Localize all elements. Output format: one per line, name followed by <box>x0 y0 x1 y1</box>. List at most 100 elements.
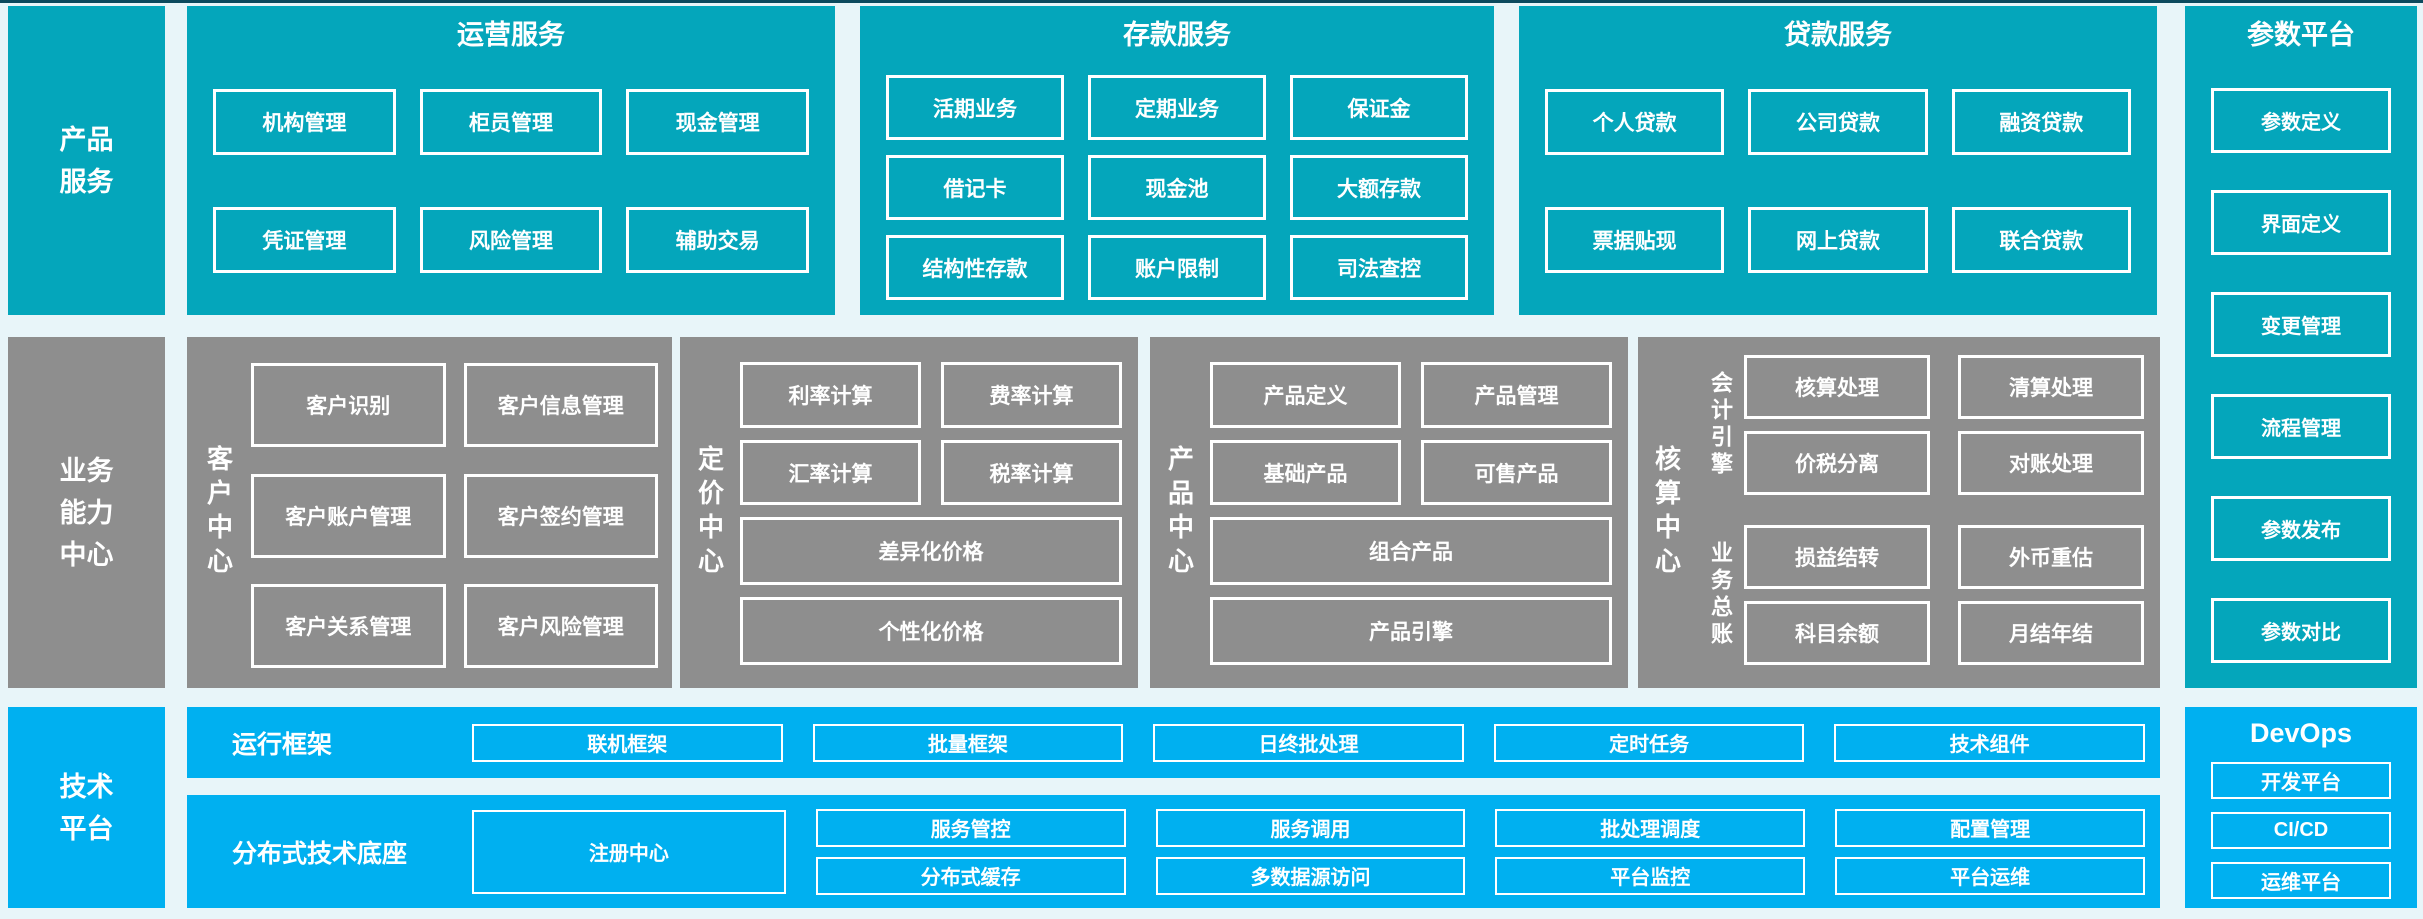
product-center-grid: 产品定义 产品管理 基础产品 可售产品 组合产品 产品引擎 <box>1210 362 1612 688</box>
bar-label: 分布式技术底座 <box>232 839 408 868</box>
runtime-items: 联机框架 批量框架 日终批处理 定时任务 技术组件 <box>472 723 2145 762</box>
diagram-box: 保证金 <box>1290 75 1468 140</box>
bar-label: 运行框架 <box>232 730 333 759</box>
loan-grid: 个人贷款 公司贷款 融资贷款 票据贴现 网上贷款 联合贷款 <box>1519 89 2157 273</box>
diagram-box: 客户关系管理 <box>251 584 446 669</box>
diagram-box: 客户识别 <box>251 363 446 447</box>
diagram-box: 活期业务 <box>886 75 1064 140</box>
diagram-box: 网上贷款 <box>1748 207 1928 273</box>
panel-parameter-platform: 参数平台 参数定义 界面定义 变更管理 流程管理 参数发布 参数对比 <box>2185 6 2417 688</box>
panel-product-center: 产品中心 产品定义 产品管理 基础产品 可售产品 组合产品 产品引擎 <box>1150 337 1628 688</box>
diagram-box: 开发平台 <box>2211 762 2391 799</box>
panel-vertical-label: 客户中心 <box>203 444 234 581</box>
top-accent-line <box>0 0 2423 3</box>
diagram-box: 清算处理 <box>1958 355 2144 419</box>
diagram-box: 个性化价格 <box>740 597 1122 665</box>
diagram-box: 客户风险管理 <box>463 584 658 669</box>
diagram-box: 服务管控 <box>815 808 1126 847</box>
sidebar-label-line: 平台 <box>59 813 114 844</box>
group-vertical-label: 业务总账 <box>1708 541 1733 649</box>
diagram-box: 批量框架 <box>812 723 1124 762</box>
diagram-box: 定期业务 <box>1088 75 1266 140</box>
panel-loan-services: 贷款服务 个人贷款 公司贷款 融资贷款 票据贴现 网上贷款 联合贷款 <box>1519 6 2157 315</box>
diagram-box: 司法查控 <box>1290 235 1468 300</box>
sidebar-label-line: 产品 <box>59 124 114 155</box>
diagram-box: 变更管理 <box>2211 292 2391 357</box>
sidebar-technology-platform: 技术 平台 <box>8 707 165 908</box>
diagram-box: 价税分离 <box>1744 431 1930 495</box>
panel-pricing-center: 定价中心 利率计算 费率计算 汇率计算 税率计算 差异化价格 个性化价格 <box>680 337 1138 688</box>
diagram-box: 外币重估 <box>1958 525 2144 589</box>
diagram-box: 运维平台 <box>2211 862 2391 899</box>
group-vertical-label: 会计引擎 <box>1708 371 1733 479</box>
diagram-box: 现金管理 <box>626 89 809 155</box>
panel-customer-center: 客户中心 客户识别 客户信息管理 客户账户管理 客户签约管理 客户关系管理 客户… <box>187 337 672 688</box>
panel-title: 运营服务 <box>457 20 565 50</box>
sidebar-label-line: 服务 <box>59 166 114 197</box>
distributed-column: 配置管理 平台运维 <box>1835 808 2145 895</box>
diagram-box: 利率计算 <box>740 362 921 428</box>
devops-stack: 开发平台 CI/CD 运维平台 <box>2185 762 2417 899</box>
distributed-column: 批处理调度 平台监控 <box>1495 808 1806 895</box>
diagram-box: 核算处理 <box>1744 355 1930 419</box>
diagram-box: 客户签约管理 <box>463 473 658 558</box>
diagram-box: 现金池 <box>1088 155 1266 220</box>
panel-distributed-tech-base: 分布式技术底座 注册中心 服务管控 分布式缓存 服务调用 多数据源访问 批处理调… <box>187 795 2160 908</box>
deposit-grid: 活期业务 定期业务 保证金 借记卡 现金池 大额存款 结构性存款 账户限制 司法… <box>860 75 1494 300</box>
diagram-box: 客户信息管理 <box>463 363 658 447</box>
diagram-box: 柜员管理 <box>419 89 603 155</box>
diagram-box: 费率计算 <box>941 362 1122 428</box>
diagram-box: 票据贴现 <box>1545 207 1725 273</box>
diagram-box: 注册中心 <box>472 809 786 894</box>
distributed-column: 服务管控 分布式缓存 <box>815 808 1126 895</box>
diagram-box: 大额存款 <box>1290 155 1468 220</box>
diagram-box: 配置管理 <box>1835 808 2145 847</box>
sidebar-product-services: 产品 服务 <box>8 6 165 315</box>
diagram-box: 可售产品 <box>1421 440 1612 505</box>
panel-title: 参数平台 <box>2247 20 2355 50</box>
diagram-box: 流程管理 <box>2211 394 2391 459</box>
operation-grid: 机构管理 柜员管理 现金管理 凭证管理 风险管理 辅助交易 <box>187 89 835 273</box>
diagram-box: 账户限制 <box>1088 235 1266 300</box>
panel-title: 贷款服务 <box>1784 20 1892 50</box>
parameter-stack: 参数定义 界面定义 变更管理 流程管理 参数发布 参数对比 <box>2185 88 2417 663</box>
diagram-box: 参数定义 <box>2211 88 2391 153</box>
business-ledger-grid: 损益结转 外币重估 科目余额 月结年结 <box>1744 525 2144 665</box>
diagram-box: 多数据源访问 <box>1155 856 1466 895</box>
panel-deposit-services: 存款服务 活期业务 定期业务 保证金 借记卡 现金池 大额存款 结构性存款 账户… <box>860 6 1494 315</box>
diagram-box: 分布式缓存 <box>815 856 1126 895</box>
diagram-box: 结构性存款 <box>886 235 1064 300</box>
diagram-box: 公司贷款 <box>1748 89 1928 155</box>
diagram-box: 产品管理 <box>1421 362 1612 428</box>
diagram-box: 科目余额 <box>1744 601 1930 665</box>
diagram-box: 平台监控 <box>1495 856 1806 895</box>
diagram-box: 定时任务 <box>1493 723 1805 762</box>
diagram-box: 月结年结 <box>1958 601 2144 665</box>
diagram-box: 参数对比 <box>2211 598 2391 663</box>
diagram-box: 借记卡 <box>886 155 1064 220</box>
diagram-box: 联合贷款 <box>1951 207 2131 273</box>
diagram-box: 汇率计算 <box>740 440 921 505</box>
distributed-column: 服务调用 多数据源访问 <box>1155 808 1466 895</box>
diagram-box: 融资贷款 <box>1951 89 2131 155</box>
diagram-box: 产品定义 <box>1210 362 1401 428</box>
diagram-box: 损益结转 <box>1744 525 1930 589</box>
panel-vertical-label: 核算中心 <box>1651 444 1682 581</box>
sidebar-label-line: 业务 <box>59 455 114 486</box>
sidebar-label-line: 技术 <box>59 771 114 802</box>
panel-operation-services: 运营服务 机构管理 柜员管理 现金管理 凭证管理 风险管理 辅助交易 <box>187 6 835 315</box>
customer-grid: 客户识别 客户信息管理 客户账户管理 客户签约管理 客户关系管理 客户风险管理 <box>251 363 658 671</box>
panel-title: DevOps <box>2249 718 2353 748</box>
distributed-items: 注册中心 服务管控 分布式缓存 服务调用 多数据源访问 批处理调度 平台监控 配… <box>472 808 2145 895</box>
diagram-box: 个人贷款 <box>1545 89 1725 155</box>
diagram-box: 联机框架 <box>472 723 783 762</box>
diagram-box: 服务调用 <box>1155 808 1466 847</box>
accounting-engine-group: 会计引擎 核算处理 清算处理 价税分离 对账处理 <box>1696 355 2144 495</box>
diagram-box: 客户账户管理 <box>251 473 446 558</box>
diagram-box: 辅助交易 <box>626 207 809 273</box>
diagram-box: 对账处理 <box>1958 431 2144 495</box>
diagram-box: 差异化价格 <box>740 517 1122 585</box>
diagram-box: CI/CD <box>2211 812 2391 849</box>
panel-vertical-label: 定价中心 <box>694 444 725 581</box>
